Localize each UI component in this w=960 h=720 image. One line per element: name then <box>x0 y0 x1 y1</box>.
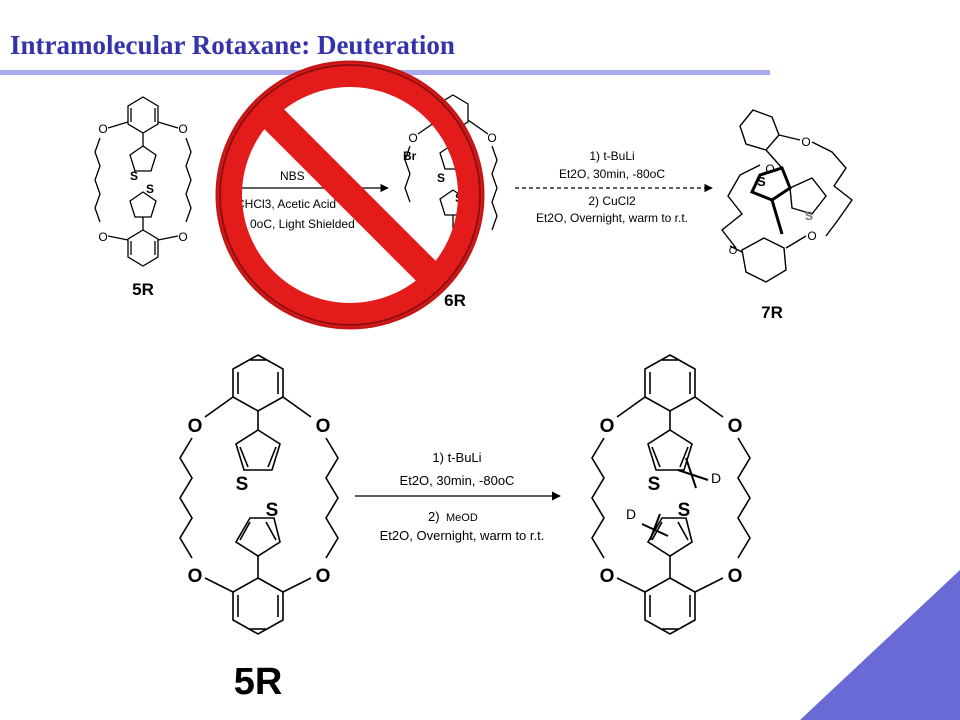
bottom-right-atom-o4: O <box>728 566 743 587</box>
bottom-cond-reagent-meod: MeOD <box>446 512 478 524</box>
deuterium-label-2: D <box>626 506 636 522</box>
top-step2-line3: 2) CuCl2 <box>588 194 636 208</box>
top-step2-line2: Et2O, 30min, -80oC <box>559 167 665 181</box>
top-label-5R: 5R <box>132 280 154 299</box>
top-5R-atom-o1: O <box>98 122 107 136</box>
deuterium-label-1: D <box>711 470 721 486</box>
slide-number: 15 <box>882 664 900 681</box>
corner-decoration <box>800 570 960 720</box>
top-7R-atom-s2: S <box>805 209 813 223</box>
bottom-left-atom-s1: S <box>236 474 249 495</box>
bottom-cond-line2: Et2O, 30min, -80oC <box>400 473 515 488</box>
bottom-left-atom-o4: O <box>316 566 331 587</box>
top-6R-atom-o2: O <box>487 131 496 145</box>
top-7R-atom-o1: O <box>765 162 774 176</box>
bottom-left-atom-o2: O <box>316 416 331 437</box>
top-7R-atom-o2: O <box>801 135 810 149</box>
bottom-left-atom-o1: O <box>188 416 203 437</box>
top-step2-line4: Et2O, Overnight, warm to r.t. <box>536 211 688 225</box>
top-7R-atom-o3: O <box>807 229 816 243</box>
top-5R-atom-o3: O <box>98 230 107 244</box>
bottom-left-atom-o3: O <box>188 566 203 587</box>
bottom-cond-line3-prefix: 2) <box>428 509 440 524</box>
bottom-right-atom-s2: S <box>678 500 691 521</box>
slide-title: Intramolecular Rotaxane: Deuteration <box>10 30 455 60</box>
bottom-right-atom-o1: O <box>600 416 615 437</box>
bottom-right-atom-o2: O <box>728 416 743 437</box>
top-5R-atom-s2: S <box>146 182 154 196</box>
top-compound-7R <box>721 109 853 283</box>
prohibited-sign <box>215 60 485 330</box>
top-step2-line1: 1) t-BuLi <box>589 149 634 163</box>
top-label-6R: 6R <box>444 291 466 310</box>
top-6R-atom-br: Br <box>403 149 417 163</box>
bottom-cond-line1: 1) t-BuLi <box>432 450 481 465</box>
top-5R-atom-o2: O <box>178 122 187 136</box>
bottom-right-atom-s1: S <box>648 474 661 495</box>
top-5R-atom-o4: O <box>178 230 187 244</box>
top-7R-atom-o4: O <box>729 245 738 257</box>
top-step1-cond2: 0oC, Light Shielded <box>250 217 355 231</box>
top-label-7R: 7R <box>761 303 783 322</box>
top-6R-atom-o1: O <box>408 131 417 145</box>
top-6R-atom-s1: S <box>437 171 445 185</box>
bottom-label-5R: 5R <box>234 661 283 703</box>
top-7R-atom-s1: S <box>757 174 766 189</box>
bottom-compound-5R <box>179 354 339 635</box>
bottom-cond-line4: Et2O, Overnight, warm to r.t. <box>380 528 545 543</box>
top-step1-cond1: CHCl3, Acetic Acid <box>236 197 336 211</box>
top-compound-5R <box>94 96 192 267</box>
bottom-compound-product <box>591 354 751 635</box>
bottom-left-atom-s2: S <box>266 500 279 521</box>
top-5R-atom-s1: S <box>130 169 138 183</box>
bottom-right-atom-o3: O <box>600 566 615 587</box>
top-step1-reagent: NBS <box>280 169 305 183</box>
